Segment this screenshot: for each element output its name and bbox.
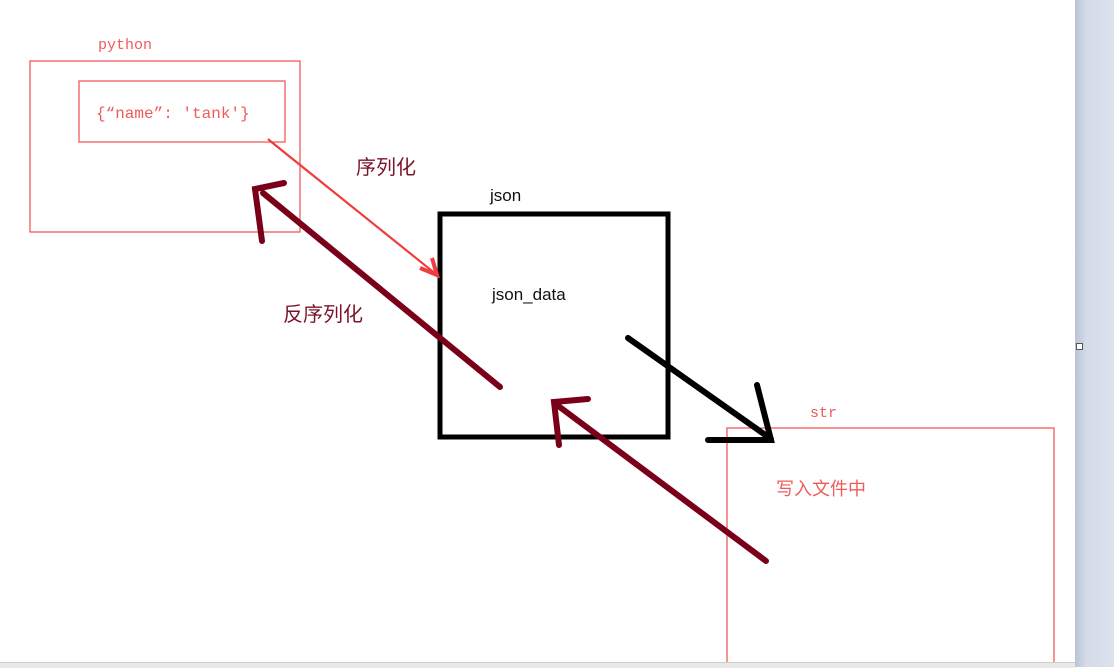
resize-handle[interactable] (1076, 343, 1083, 350)
json-label: json (490, 186, 522, 205)
str-box (726, 427, 1055, 664)
python-box (29, 60, 301, 233)
json-data-text: json_data (492, 285, 566, 304)
python-label: python (98, 37, 153, 54)
json-box (437, 211, 671, 440)
deserialize-label: 反序列化 (283, 302, 363, 326)
read-arrow (550, 396, 769, 564)
str-label: str (810, 405, 838, 422)
write-to-file-text: 写入文件中 (776, 479, 866, 500)
python-dict-box (78, 80, 286, 143)
side-panel (1075, 0, 1114, 667)
deserialize-arrow (251, 180, 503, 390)
serialize-label: 序列化 (356, 155, 416, 179)
bottom-border (0, 662, 1075, 668)
write-arrow (625, 335, 775, 443)
python-dict-text: {“name”: 'tank'} (96, 105, 250, 123)
serialize-arrow (267, 138, 441, 279)
